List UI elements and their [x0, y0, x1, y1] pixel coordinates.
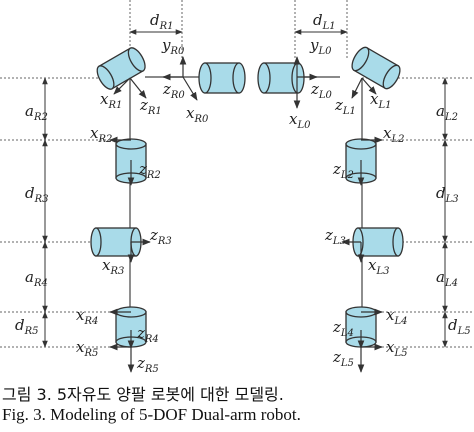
label-y-L0: yL0 [309, 36, 332, 57]
label-d-L3: dL3 [436, 184, 459, 205]
label-x-L4: xL4 [386, 306, 407, 327]
label-x-L5: xL5 [386, 338, 407, 359]
robot-kinematic-diagram: dR1 dL1 aR2 dR3 aR4 dR5 aL2 dL3 aL4 dL5 … [0, 0, 474, 375]
label-z-L3: zL3 [324, 226, 346, 247]
label-z-R2: zR2 [138, 160, 161, 181]
label-x-L0: xL0 [289, 110, 311, 131]
label-z-R0: zR0 [162, 80, 185, 101]
label-d-R3: dR3 [25, 184, 49, 205]
caption-korean: 그림 3. 5자유도 양팔 로봇에 대한 모델링. [2, 385, 284, 404]
label-d-L5: dL5 [448, 316, 471, 337]
label-x-R2: xR2 [90, 124, 112, 145]
label-z-L2: zL2 [332, 160, 354, 181]
shoulder-joint-right [96, 47, 146, 90]
link-lines [129, 76, 363, 347]
label-x-R5: xR5 [76, 338, 98, 359]
shoulder-joint-left [351, 46, 401, 90]
dashed-reference-lines [0, 0, 474, 348]
label-x-L2: xL2 [383, 124, 404, 145]
label-a-R4: aR4 [25, 268, 48, 289]
label-a-R2: aR2 [25, 102, 48, 123]
label-z-L5: zL5 [332, 348, 354, 369]
label-z-R1: zR1 [139, 96, 162, 117]
label-y-R0: yR0 [161, 36, 185, 57]
caption-english: Fig. 3. Modeling of 5-DOF Dual-arm robot… [2, 405, 301, 424]
label-x-R0: xR0 [186, 104, 209, 125]
dimension-arrows [42, 29, 448, 348]
label-z-R5: zR5 [136, 354, 159, 375]
label-a-L2: aL2 [436, 102, 458, 123]
label-x-R1: xR1 [100, 90, 122, 111]
label-x-L1: xL1 [370, 90, 391, 111]
dimension-labels: dR1 dL1 aR2 dR3 aR4 dR5 aL2 dL3 aL4 dL5 [15, 11, 471, 337]
label-z-L4: zL4 [332, 318, 354, 339]
label-z-R3: zR3 [149, 226, 172, 247]
label-z-L0: zL0 [310, 80, 333, 101]
label-a-L4: aL4 [436, 268, 458, 289]
base-joint-right [198, 62, 246, 94]
label-z-R4: zR4 [136, 324, 159, 345]
label-d-L1: dL1 [313, 11, 336, 32]
label-x-L3: xL3 [368, 256, 389, 277]
frame-arrows [109, 56, 383, 373]
joint-L3 [352, 227, 404, 257]
label-z-L1: zL1 [334, 96, 356, 117]
label-d-R5: dR5 [15, 316, 39, 337]
label-x-R3: xR3 [102, 256, 124, 277]
axis-labels: yR0 zR0 xR0 yL0 zL0 xL0 xR1 zR1 xL1 zL1 … [76, 36, 407, 375]
label-d-R1: dR1 [150, 11, 174, 32]
joints [90, 46, 404, 348]
label-x-R4: xR4 [76, 306, 98, 327]
